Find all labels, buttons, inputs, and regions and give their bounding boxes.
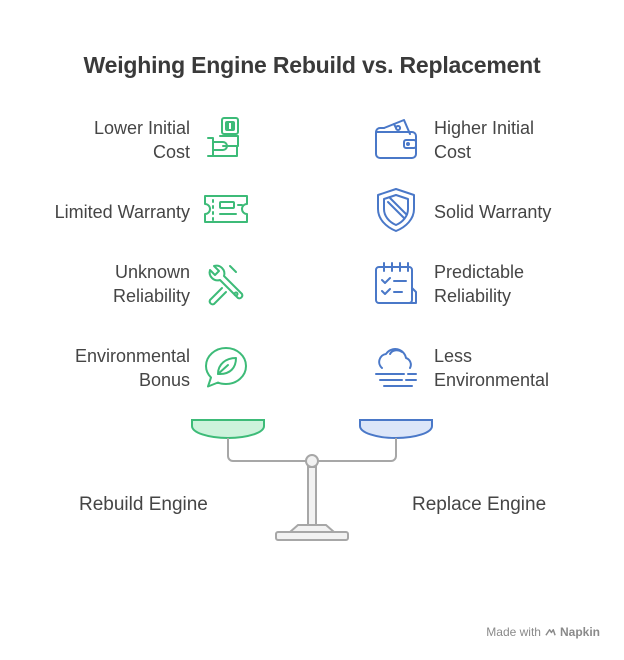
made-with-text: Made with	[486, 625, 541, 639]
checklist-calendar-icon	[370, 258, 422, 310]
right-item-3-label: Predictable Reliability	[434, 262, 525, 306]
scale-left-pan	[191, 419, 265, 439]
napkin-brand: Napkin	[559, 625, 600, 639]
left-item-4-label: Environmental Bonus	[74, 346, 190, 390]
cloud-fog-icon	[370, 342, 422, 394]
scale-right-pan	[359, 419, 433, 439]
ticket-icon	[200, 184, 252, 236]
left-item-1-label: Lower Initial Cost	[93, 118, 190, 162]
scale-pivot	[305, 454, 319, 468]
footer-credit: Made with Napkin	[486, 625, 600, 639]
page-title: Weighing Engine Rebuild vs. Replacement	[83, 52, 541, 78]
wallet-icon	[370, 112, 422, 164]
balance-scale	[191, 419, 433, 541]
shield-icon	[370, 184, 422, 236]
left-item-2-label: Limited Warranty	[54, 202, 190, 222]
replace-engine-caption: Replace Engine	[412, 494, 547, 515]
right-item-4-label: Less Environmental	[434, 346, 550, 390]
left-item-3-label: Unknown Reliability	[112, 262, 190, 306]
scale-base-top	[287, 524, 337, 533]
hand-money-icon	[200, 112, 252, 164]
scale-stand	[307, 466, 317, 526]
right-item-1-label: Higher Initial Cost	[434, 118, 535, 162]
napkin-logo-icon	[545, 628, 556, 636]
wrench-icon	[200, 258, 252, 310]
right-item-2-label: Solid Warranty	[434, 202, 552, 222]
leaf-chat-icon	[200, 342, 252, 394]
scale-base	[275, 531, 349, 541]
rebuild-engine-caption: Rebuild Engine	[79, 494, 208, 515]
